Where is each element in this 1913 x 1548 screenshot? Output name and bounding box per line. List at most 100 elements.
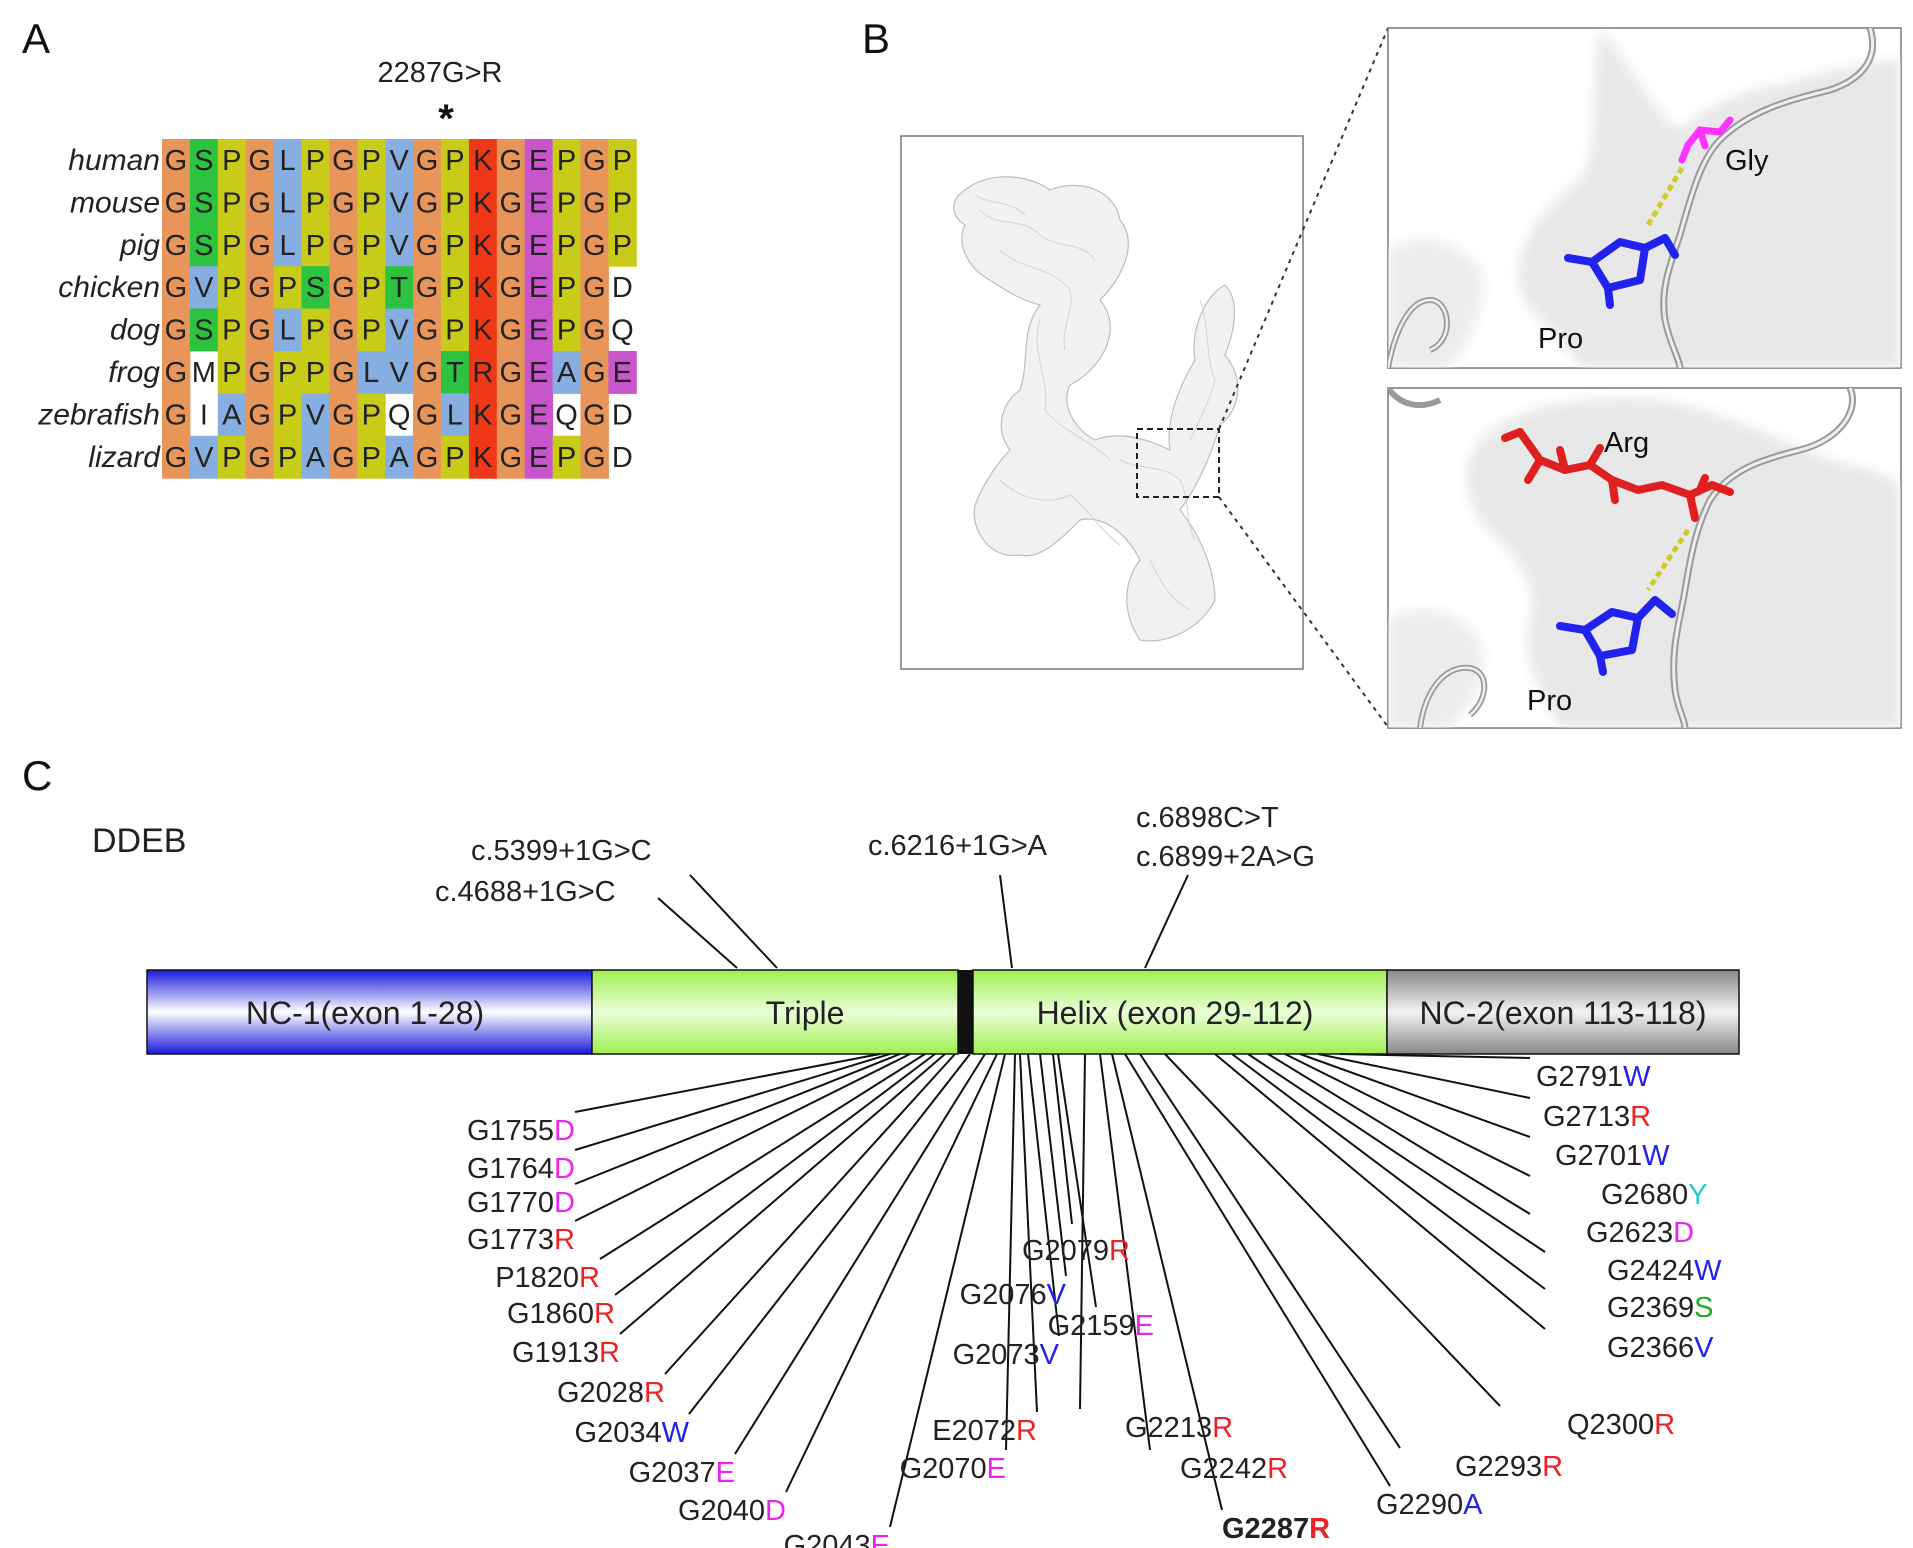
mutation-line (1284, 1053, 1531, 1177)
residue-letter: P (222, 357, 241, 389)
residue-cell (524, 435, 554, 479)
mutation-residue: E (871, 1530, 890, 1548)
mutation-line (1247, 1053, 1546, 1253)
residue-letter: P (362, 187, 381, 219)
residue-cell (162, 181, 191, 225)
domain-nc2 (1386, 969, 1740, 1055)
residue-letter: P (445, 315, 464, 347)
residue-cell (329, 393, 358, 437)
residue-letter: L (363, 357, 379, 389)
domain-label: Triple (766, 995, 845, 1031)
mutation-residue: R (1654, 1409, 1675, 1441)
residue-cell (413, 435, 442, 479)
pro-label-bottom: Pro (1527, 685, 1572, 717)
domain-hinge (958, 970, 973, 1054)
residue-cell (273, 181, 302, 225)
mutation-position: G1773 (467, 1224, 554, 1256)
residue-letter: G (499, 357, 522, 389)
residue-letter: P (362, 399, 381, 431)
residue-cell (273, 223, 302, 267)
residue-letter: G (165, 145, 188, 177)
species-label: chicken (58, 271, 160, 304)
residue-cell (162, 308, 191, 352)
residue-cell (385, 266, 414, 310)
residue-cell (245, 266, 275, 310)
mutation-position: G2290 (1376, 1489, 1463, 1521)
residue-cell (468, 308, 498, 352)
mutation-label: G2079R (1022, 1235, 1130, 1267)
residue-cell (413, 308, 442, 352)
mutation-line (1139, 1053, 1401, 1449)
species-label: pig (119, 229, 160, 262)
mutation-label: G2701W (1555, 1140, 1670, 1172)
mutation-residue: R (1542, 1451, 1563, 1483)
mutation-position: G2424 (1607, 1255, 1694, 1287)
splice-mutation: c.6216+1G>A (868, 830, 1048, 862)
residue-cell (189, 181, 219, 225)
mutation-label: P1820R (495, 1262, 600, 1294)
mutation-residue: R (594, 1298, 615, 1330)
residue-letter: G (583, 399, 606, 431)
residue-letter: G (165, 187, 188, 219)
residue-letter: S (194, 230, 213, 262)
mutation-position: G2159 (1048, 1310, 1135, 1342)
mutation-position: G1913 (512, 1337, 599, 1369)
residue-letter: E (613, 357, 632, 389)
mutation-residue: V (1047, 1279, 1067, 1311)
residue-letter: E (529, 272, 548, 304)
residue-cell (217, 266, 247, 310)
residue-letter: P (306, 145, 325, 177)
wildtype-zoom: Gly Pro (1387, 27, 1902, 369)
residue-letter: G (248, 230, 271, 262)
species-label: zebrafish (37, 398, 160, 431)
residue-letter: E (529, 187, 548, 219)
mutation-position: G2040 (678, 1495, 765, 1527)
residue-cell (385, 435, 414, 479)
residue-letter: V (306, 399, 326, 431)
mutation-line (1039, 1053, 1067, 1277)
residue-letter: P (222, 315, 241, 347)
residue-letter: G (165, 357, 188, 389)
residue-cell (496, 351, 526, 394)
residue-cell (217, 308, 247, 352)
mutation-label: G2040D (678, 1495, 786, 1527)
residue-letter: V (194, 272, 214, 304)
mutation-position: G1860 (507, 1298, 594, 1330)
residue-letter: S (306, 272, 325, 304)
residue-cell (273, 266, 302, 310)
mutation-position: G2287 (1222, 1513, 1309, 1545)
hydrogen-bond-bottom (1645, 528, 1691, 592)
residue-letter: G (165, 230, 188, 262)
mutation-label: G2293R (1455, 1451, 1563, 1483)
mutation-position: G2076 (960, 1279, 1047, 1311)
mutation-line (1079, 1053, 1086, 1410)
residue-letter: P (306, 187, 325, 219)
mutation-label: E2072R (932, 1415, 1037, 1447)
residue-letter: G (416, 187, 439, 219)
residue-cell (552, 266, 581, 310)
residue-cell (413, 393, 442, 437)
domain-nc1 (146, 969, 593, 1055)
residue-cell (496, 139, 526, 182)
mutation-residue: R (599, 1337, 620, 1369)
residue-letter: G (416, 442, 439, 474)
residue-cell (217, 139, 247, 182)
mutation-line (1099, 1053, 1151, 1451)
residue-letter: D (612, 442, 633, 474)
residue-letter: L (279, 315, 295, 347)
residue-letter: A (389, 442, 409, 474)
mutation-residue: R (579, 1262, 600, 1294)
mutation-line (734, 1053, 986, 1455)
mutation-label: G2043E (784, 1530, 890, 1548)
residue-letter: G (416, 357, 439, 389)
mutation-site-star: * (438, 97, 454, 141)
residue-cell (524, 308, 554, 352)
residue-letter: Q (555, 399, 578, 431)
residue-cell (441, 393, 470, 437)
mutation-position: G2701 (1555, 1140, 1642, 1172)
mutation-position: G2079 (1022, 1235, 1109, 1267)
mutation-position: G1770 (467, 1187, 554, 1219)
zoom-box (1136, 428, 1220, 498)
residue-letter: P (445, 187, 464, 219)
